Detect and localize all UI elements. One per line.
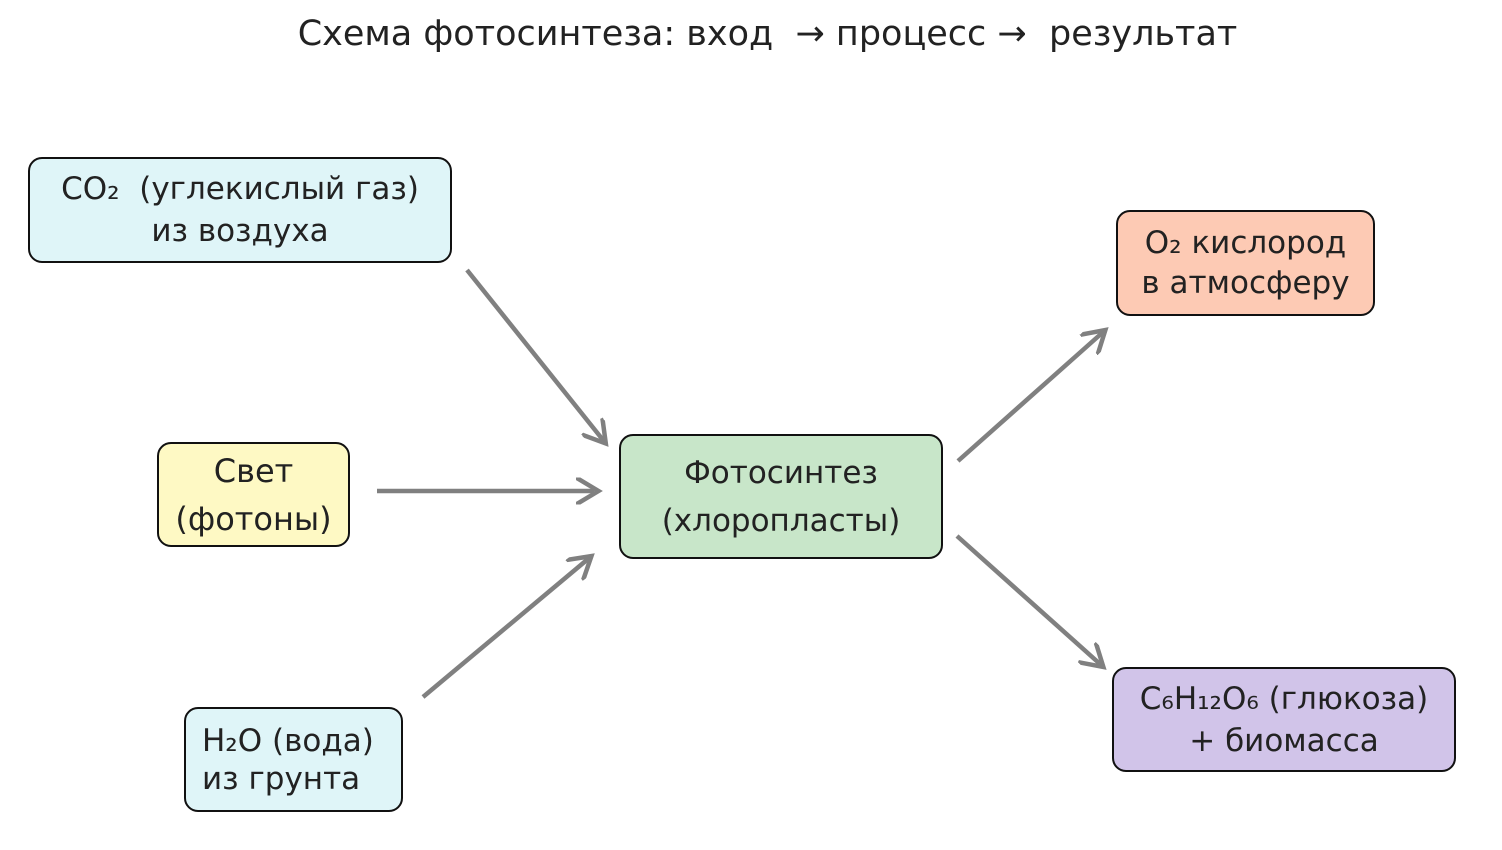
process-label: Фотосинтез bbox=[684, 454, 878, 491]
arrow-co2-to-process bbox=[465, 268, 603, 440]
co2-sublabel: из воздуха bbox=[151, 213, 329, 249]
o2-label: O₂ кислород bbox=[1144, 225, 1347, 261]
input-h2o-box: H₂O (вода) из грунта bbox=[184, 707, 403, 812]
input-light-box: Свет (фотоны) bbox=[157, 442, 350, 547]
co2-label: CO₂ (углекислый газ) bbox=[61, 171, 419, 207]
glucose-label: C₆H₁₂O₆ (глюкоза) bbox=[1139, 680, 1429, 717]
arrow-h2o-to-process bbox=[421, 559, 588, 699]
diagram-title: Схема фотосинтеза: вход → процесс → резу… bbox=[297, 14, 1238, 54]
process-box: Фотосинтез (хлоропласты) bbox=[619, 434, 943, 559]
arrow-process-to-o2 bbox=[956, 333, 1102, 463]
input-co2-box: CO₂ (углекислый газ) из воздуха bbox=[28, 157, 452, 263]
light-label: Свет bbox=[213, 451, 294, 490]
glucose-sublabel: + биомасса bbox=[1189, 722, 1379, 759]
process-sublabel: (хлоропласты) bbox=[661, 502, 901, 539]
h2o-sublabel: из грунта bbox=[202, 760, 361, 797]
light-sublabel: (фотоны) bbox=[175, 499, 332, 538]
h2o-label: H₂O (вода) bbox=[202, 722, 374, 759]
output-o2-box: O₂ кислород в атмосферу bbox=[1116, 210, 1375, 316]
arrow-process-to-glucose bbox=[955, 534, 1100, 664]
output-glucose-box: C₆H₁₂O₆ (глюкоза) + биомасса bbox=[1112, 667, 1456, 772]
o2-sublabel: в атмосферу bbox=[1141, 265, 1350, 301]
